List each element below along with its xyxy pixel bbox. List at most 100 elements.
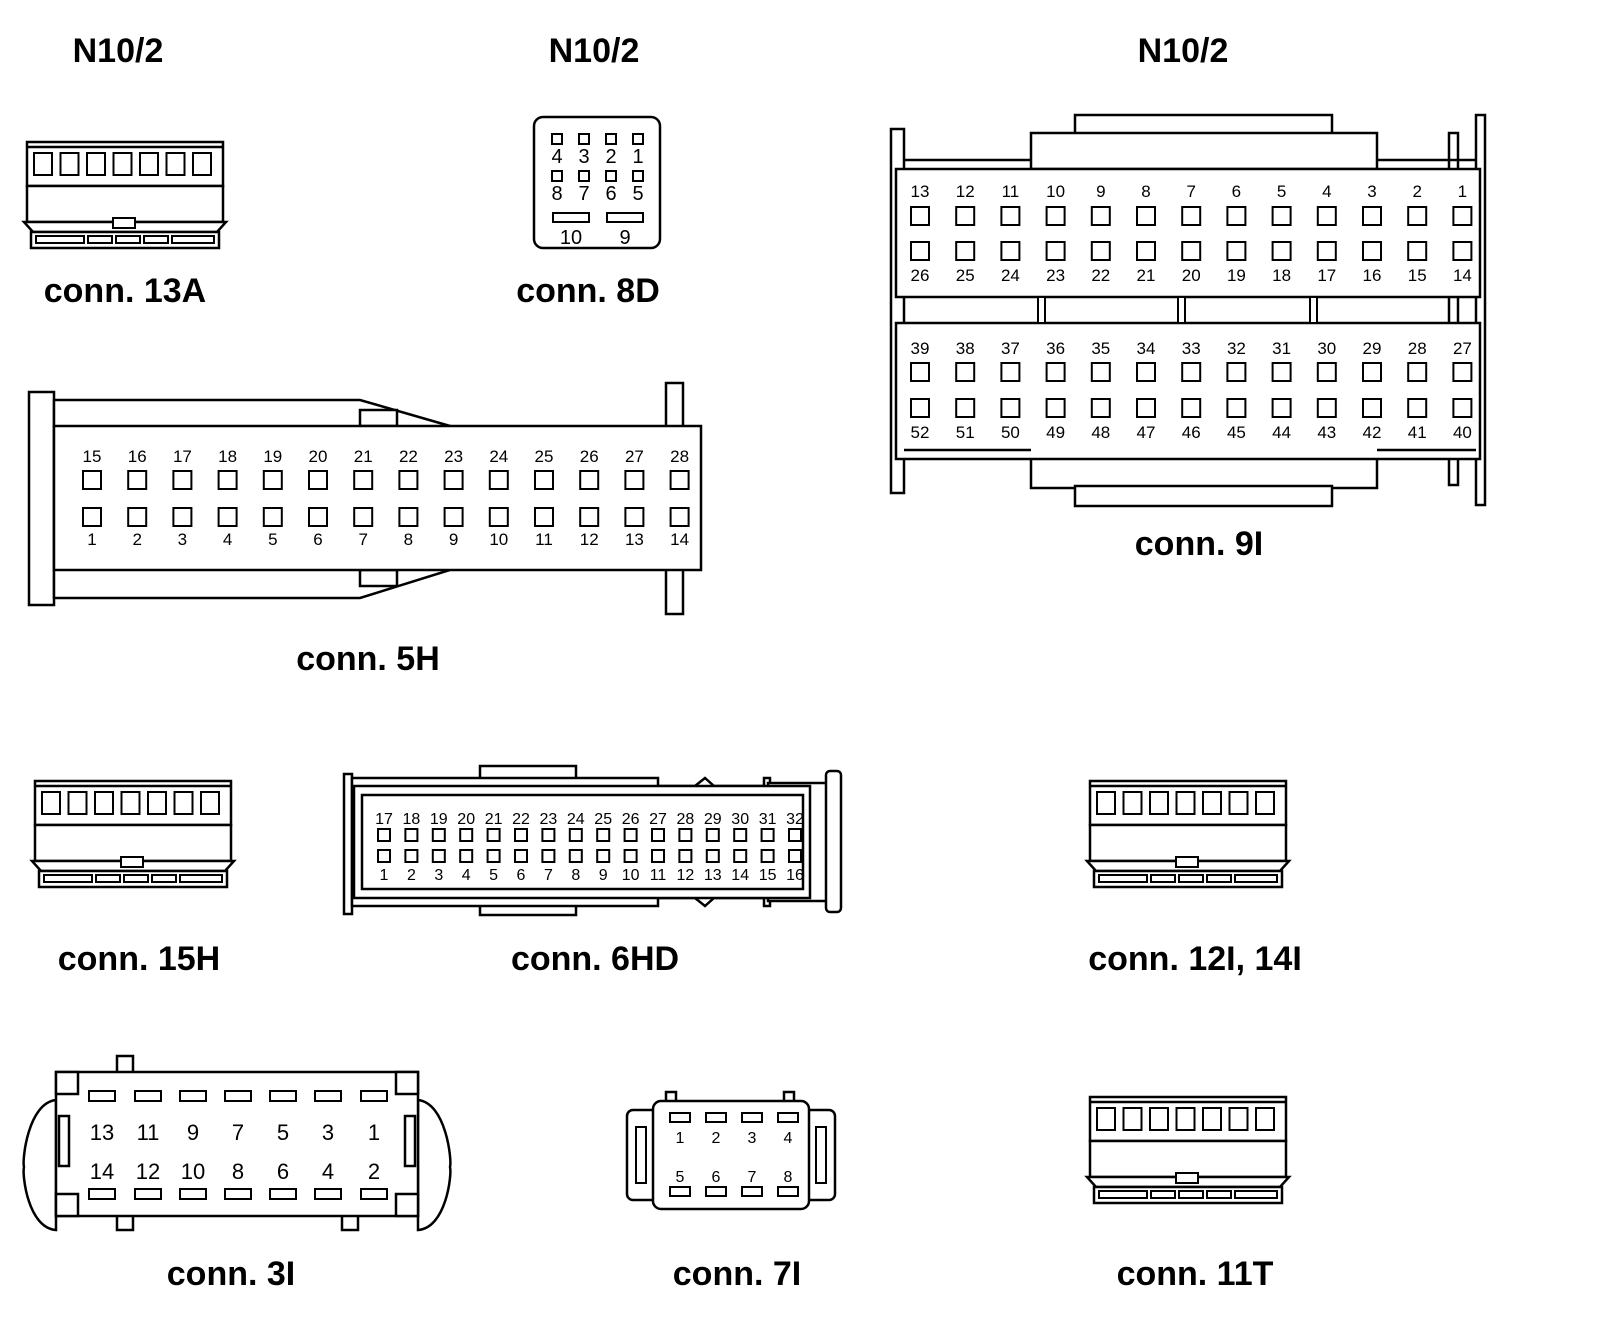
c6hd-pin-28 [678,828,693,842]
lock-segment [1098,874,1148,883]
c7i-pin-label: 2 [712,1130,721,1147]
c9i-pin-label: 9 [1096,182,1105,201]
c6hd-pin-label: 1 [380,867,389,884]
c6hd-pin-17 [377,828,391,842]
header-middle: N10/2 [549,32,640,70]
c3i-pin-label: 8 [232,1159,244,1184]
c9i-pin-label: 6 [1232,182,1241,201]
c9i-pin-label: 1 [1458,182,1467,201]
connector-body [25,184,225,224]
c9i-pin-label: 50 [1001,423,1020,442]
c9i-pin-4 [1316,206,1337,226]
c5h-pin-label: 22 [399,447,418,466]
c6hd-pin-label: 11 [650,867,667,884]
cavity [192,152,212,176]
c3i-pin-9 [179,1090,207,1102]
c9i-pin-21 [1136,241,1156,261]
c5h-pin-26 [579,470,600,490]
c6hd-pin-29 [705,828,720,842]
c5h-pin-19 [262,470,283,490]
c6hd-pin-14 [733,849,748,863]
c9i-pin-28 [1407,362,1428,382]
c9i-pin-11 [1000,206,1021,226]
c5h-pin-7 [353,507,374,527]
c9i-pin-37 [1000,362,1021,382]
c5h-pin-9 [443,507,464,527]
label-conn-15h: conn. 15H [58,940,220,978]
c9i-pin-1 [1452,206,1473,226]
cavity [1149,791,1169,815]
c9i-pin-label: 49 [1046,423,1065,442]
c3i-pin-label: 2 [368,1159,380,1184]
c5h-pin-label: 6 [313,530,322,549]
c9i-pin-label: 52 [911,423,930,442]
connector-15h-drawing [29,779,237,889]
cavity [86,152,106,176]
c6hd-pin-10 [623,849,638,863]
label-conn-9i: conn. 9I [1135,525,1263,563]
c6hd-pin-20 [459,828,474,842]
lock-segment [95,874,121,883]
c9i-pin-19 [1226,241,1247,261]
c9i-pin-label: 4 [1322,182,1331,201]
c6hd-pin-label: 27 [649,811,667,828]
c3i-pin-10 [179,1188,207,1200]
c7i-pin-7 [741,1186,763,1197]
lock-segment [1234,874,1278,883]
c9i-pin-25 [955,241,976,261]
label-conn-7i: conn. 7I [673,1255,801,1293]
lock-segment [1206,1190,1232,1199]
c9i-pin-label: 21 [1137,266,1156,285]
c6hd-pin-label: 29 [704,811,722,828]
c9i-pin-7 [1181,206,1202,226]
c9i-pin-51 [955,398,976,418]
lock-segment [1150,874,1176,883]
c9i-pin-label: 35 [1091,339,1110,358]
c5h-pin-label: 19 [263,447,282,466]
c9i-pin-label: 42 [1363,423,1382,442]
cavity [200,791,220,815]
label-conn-5h: conn. 5H [296,640,440,678]
latch-tab [1175,856,1199,868]
lock-segment [1206,874,1232,883]
c8d-pin-1 [632,133,644,145]
c9i-pin-label: 36 [1046,339,1065,358]
c5h-pin-label: 26 [580,447,599,466]
c5h-pin-23 [443,470,464,490]
c3i-pin-label: 9 [187,1120,199,1145]
latch-tab [1175,1172,1199,1184]
c8d-pin-label: 2 [605,146,616,168]
c9i-pin-14 [1452,241,1473,261]
c5h-pin-25 [534,470,554,490]
cavity [1096,1107,1116,1131]
c6hd-pin-15 [760,849,775,863]
c9i-pin-33 [1181,362,1202,382]
c9i-pin-46 [1181,398,1202,418]
c7i-pin-label: 3 [748,1130,757,1147]
c6hd-pin-5 [486,849,501,863]
c5h-pin-28 [669,470,690,490]
cavity [67,791,88,815]
c5h-pin-label: 5 [268,530,277,549]
c6hd-pin-31 [760,828,775,842]
c3i-pin-13 [88,1090,116,1102]
c3i-pin-label: 4 [322,1159,334,1184]
cavity [1175,1107,1196,1131]
lock-segment [35,235,85,244]
cavity [120,791,141,815]
c9i-pin-label: 20 [1182,266,1201,285]
c6hd-pin-2 [404,849,419,863]
c9i-pin-label: 19 [1227,266,1246,285]
cavity [1096,791,1116,815]
c5h-pin-8 [398,507,419,527]
c3i-pin-label: 7 [232,1120,244,1145]
c9i-pin-49 [1045,398,1066,418]
c5h-pin-label: 20 [309,447,328,466]
c5h-pin-label: 4 [223,530,232,549]
cavity [1175,791,1196,815]
latch-tab [120,856,144,868]
c9i-pin-label: 8 [1141,182,1150,201]
c9i-pin-label: 27 [1453,339,1472,358]
